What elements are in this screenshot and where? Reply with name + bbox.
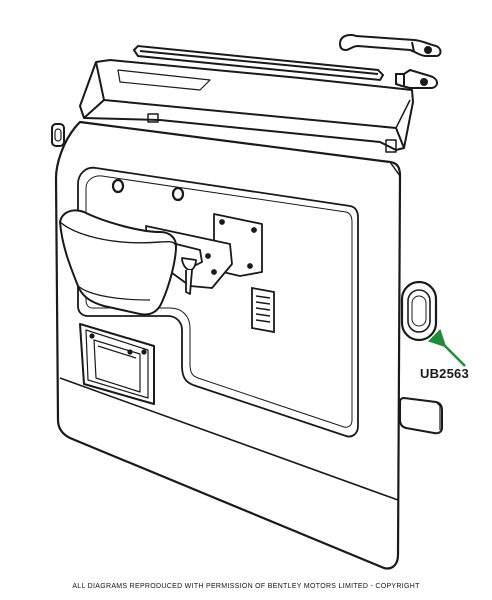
part-code-label: UB2563 bbox=[420, 366, 469, 381]
map-pocket bbox=[59, 209, 177, 316]
speaker-grille bbox=[251, 286, 275, 334]
trim-clip bbox=[51, 123, 65, 147]
pull-handle bbox=[338, 34, 442, 57]
oval-escutcheon bbox=[400, 280, 438, 342]
door-handle-escutcheon bbox=[395, 68, 438, 89]
end-cap bbox=[399, 396, 443, 435]
window-seal-strip bbox=[132, 44, 385, 82]
top-capping-rail bbox=[79, 59, 414, 153]
copyright-notice: ALL DIAGRAMS REPRODUCED WITH PERMISSION … bbox=[72, 583, 420, 590]
callout-arrow bbox=[427, 328, 466, 367]
ashtray-housing bbox=[79, 323, 155, 405]
